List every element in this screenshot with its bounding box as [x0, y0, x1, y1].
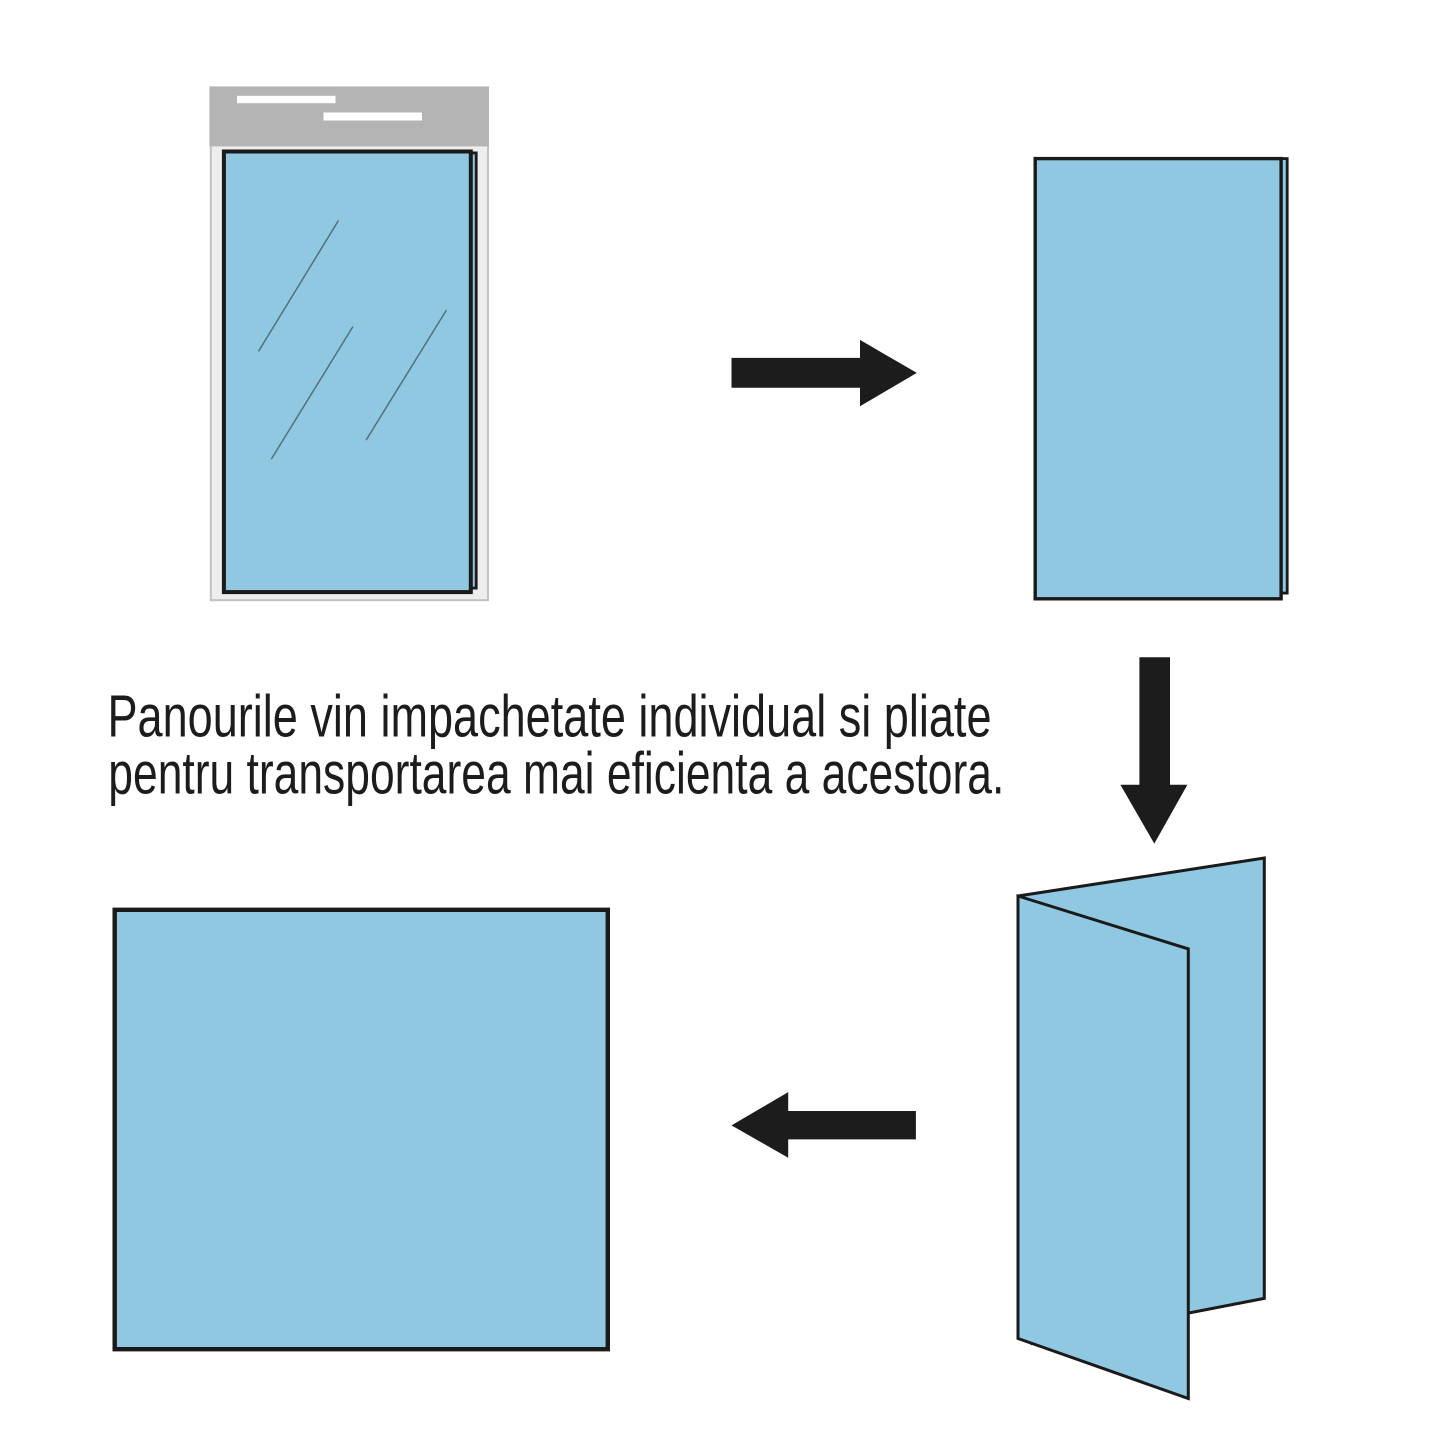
svg-text:pentru transportarea mai efici: pentru transportarea mai eficienta a ace… [108, 740, 1004, 806]
svg-text:Panourile vin impachetate indi: Panourile vin impachetate individual si … [108, 684, 992, 750]
